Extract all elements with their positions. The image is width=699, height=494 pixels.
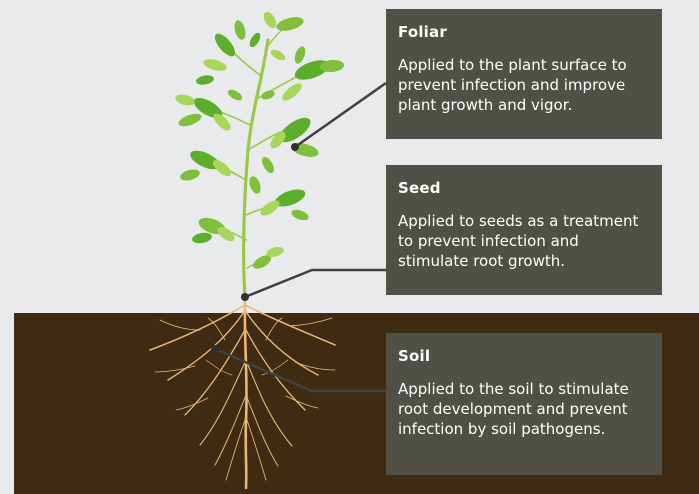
foliar-title: Foliar — [398, 23, 650, 41]
seed-description: Applied to seeds as a treatment to preve… — [398, 211, 650, 271]
seed-leader-line — [245, 270, 386, 297]
soil-title: Soil — [398, 347, 650, 365]
seed-title: Seed — [398, 179, 650, 197]
soil-description: Applied to the soil to stimulate root de… — [398, 379, 650, 439]
seed-marker-dot — [241, 293, 249, 301]
foliar-marker-dot — [291, 143, 299, 151]
soil-marker-dot — [211, 345, 219, 353]
soil-callout: Soil Applied to the soil to stimulate ro… — [386, 333, 662, 475]
seed-callout: Seed Applied to seeds as a treatment to … — [386, 165, 662, 295]
foliar-callout: Foliar Applied to the plant surface to p… — [386, 9, 662, 139]
plant-leaves — [174, 10, 344, 272]
foliar-leader-line — [295, 83, 386, 147]
foliar-description: Applied to the plant surface to prevent … — [398, 55, 650, 115]
